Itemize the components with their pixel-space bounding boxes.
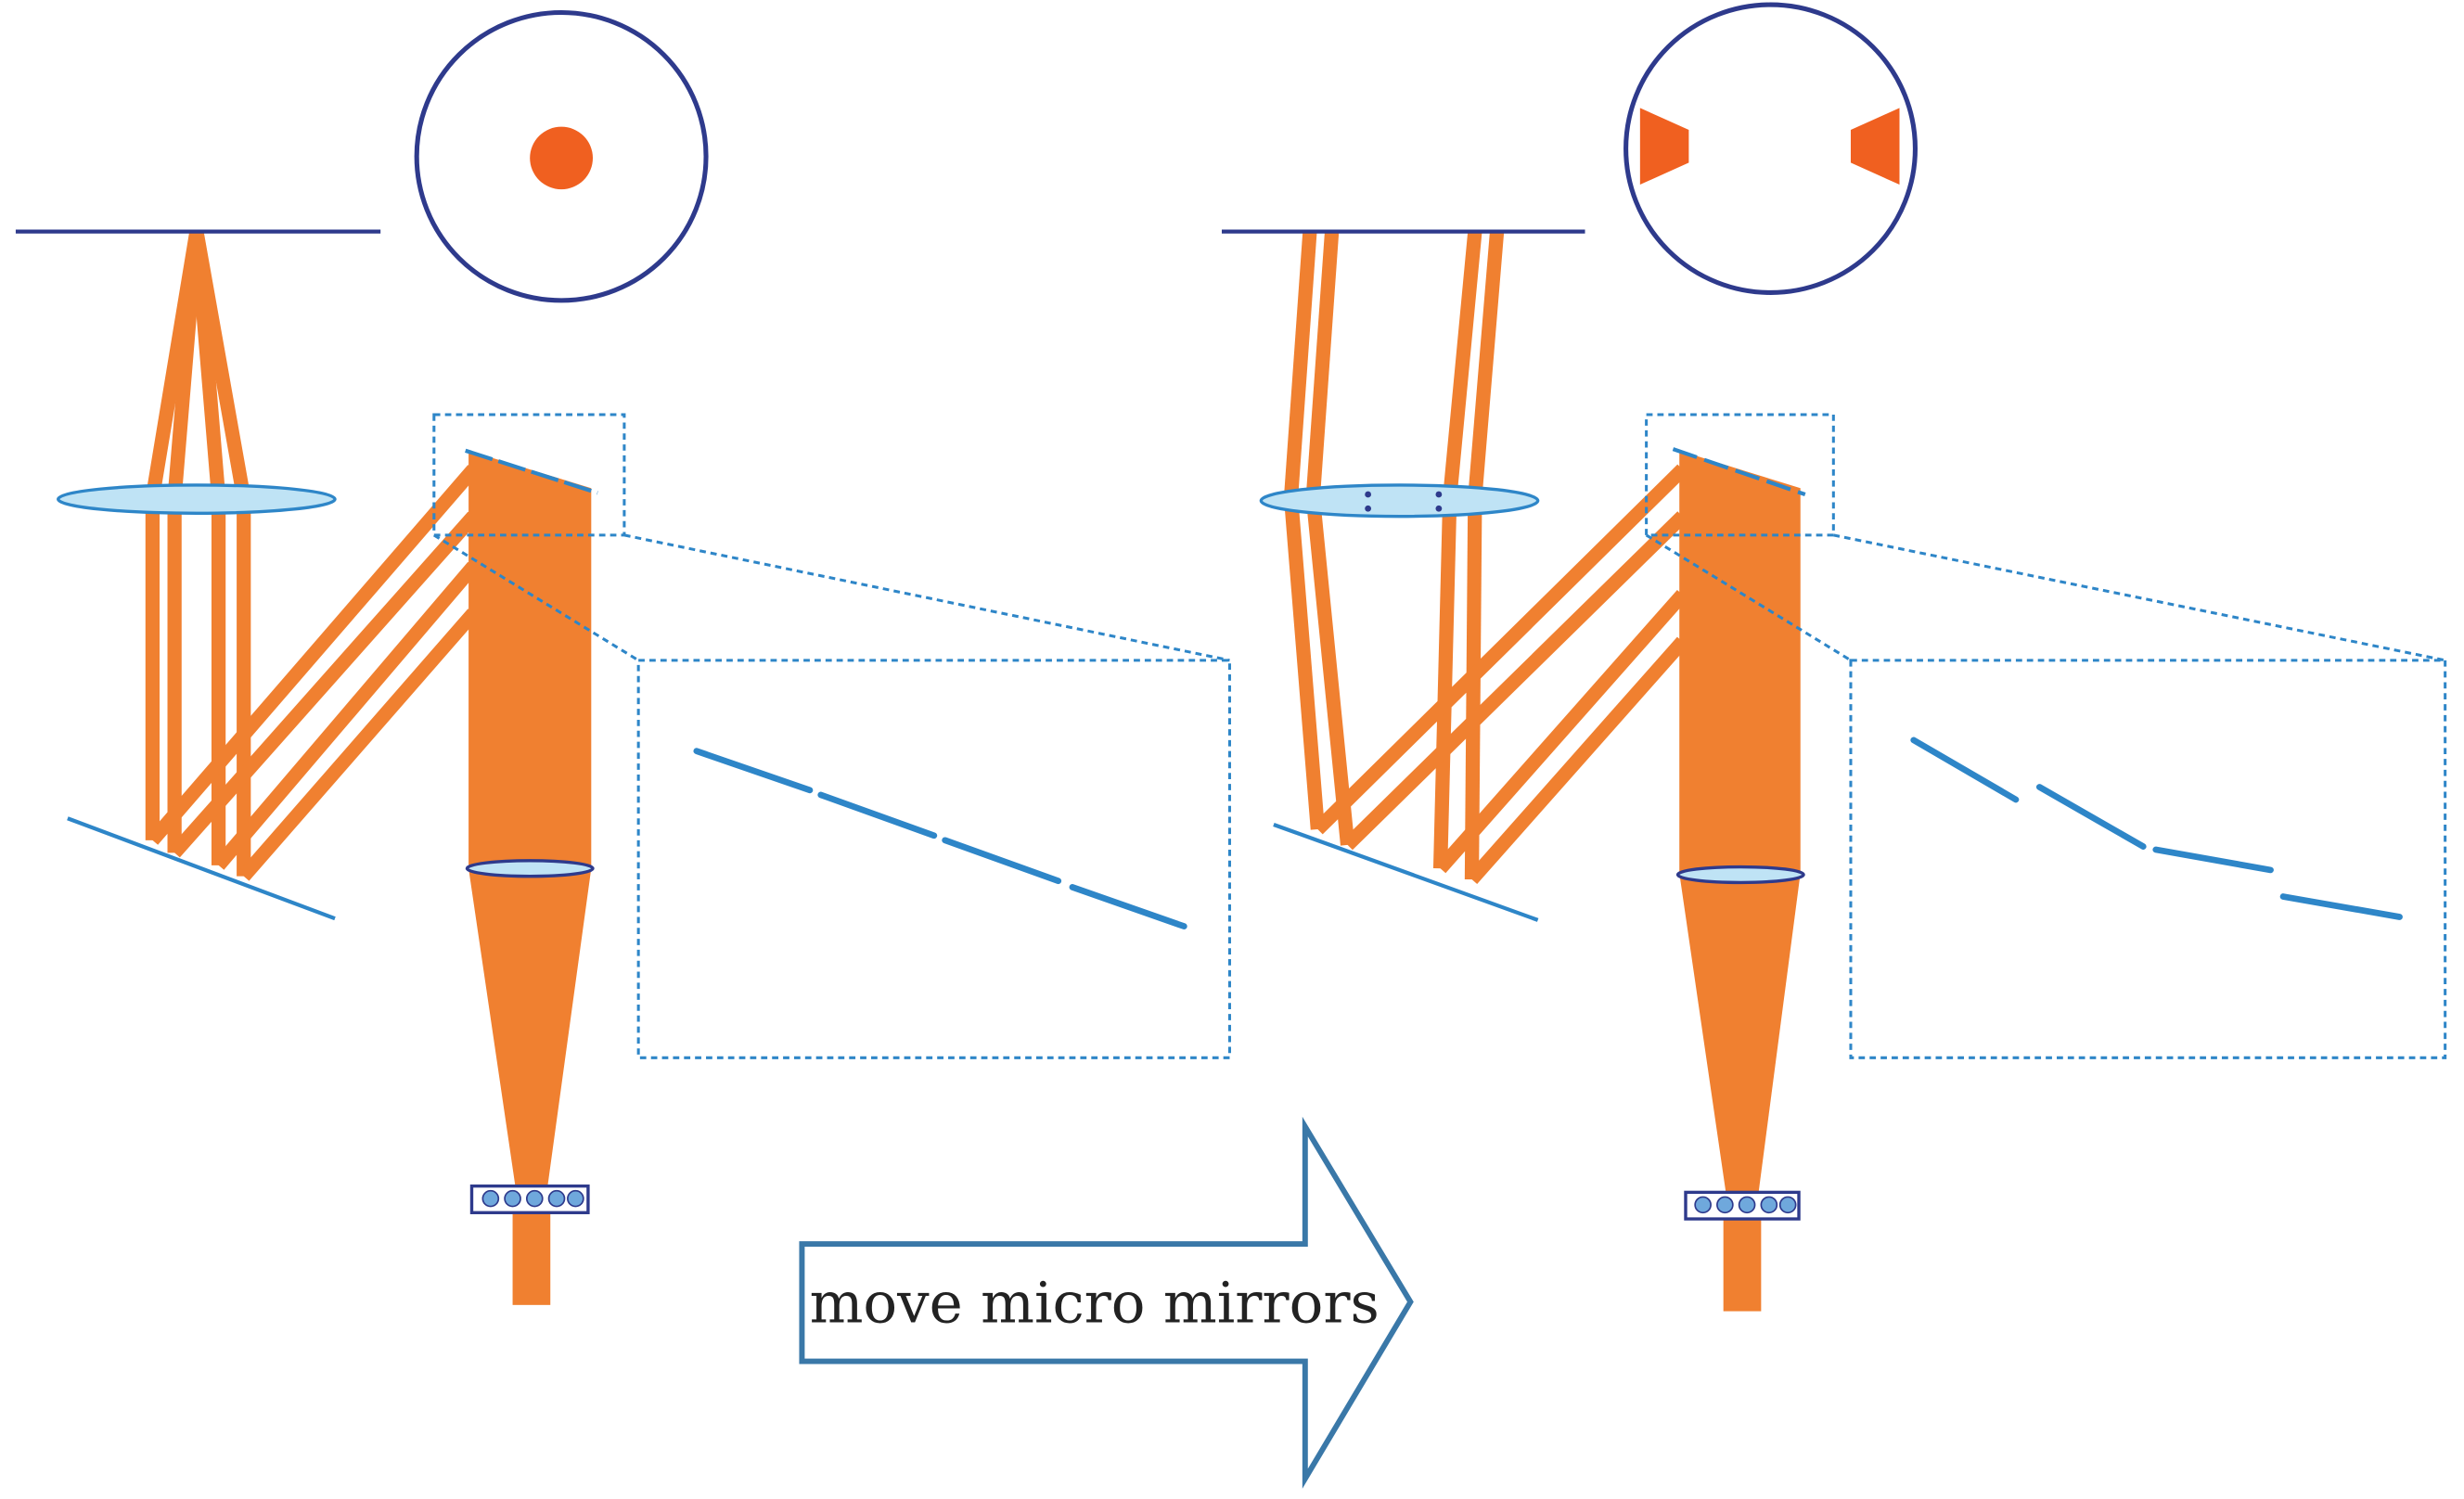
right-panel — [1221, 2, 2447, 1312]
right-zoom-detail-box — [1849, 659, 2447, 1059]
right-lens — [1259, 483, 1540, 519]
right-zoom-connector-bottom — [1645, 533, 1852, 662]
right-zoomed-mirrors — [1910, 737, 2403, 920]
right-lens-dots — [1365, 491, 1443, 512]
left-pupil-spot — [530, 126, 593, 190]
right-condenser-lens — [1675, 865, 1805, 885]
left-zoom-connector-top — [623, 533, 1230, 662]
left-condenser-lens — [465, 859, 595, 878]
left-converging-beam — [468, 868, 592, 1190]
right-output-beam — [1723, 1217, 1762, 1312]
right-diagonal-beams — [1313, 464, 1688, 885]
left-zoom-detail-box — [636, 659, 1231, 1059]
right-pupil-pole-left — [1639, 108, 1689, 186]
right-outer-beams — [1283, 230, 1505, 880]
right-pupil-circle — [1623, 2, 1919, 295]
left-diagonal-beams — [147, 465, 479, 881]
arrow-shape — [799, 1116, 1414, 1489]
left-lens — [57, 483, 337, 515]
left-integrator-element — [469, 1184, 590, 1214]
right-micro-mirror-array — [1672, 447, 1806, 497]
left-zoomed-mirrors — [693, 748, 1187, 929]
right-pupil-pole-right — [1850, 108, 1900, 186]
right-fold-mirror — [1273, 822, 1539, 922]
left-main-beam — [468, 450, 592, 869]
right-converging-beam — [1679, 873, 1801, 1198]
left-fold-mirror — [67, 816, 336, 921]
left-zoom-source-box — [432, 413, 626, 537]
right-zoom-source-box — [1645, 413, 1835, 537]
left-focusing-beams — [145, 230, 251, 499]
right-zoom-connector-top — [1833, 533, 2445, 662]
right-main-beam — [1679, 450, 1801, 874]
left-output-beam — [512, 1208, 551, 1305]
transition-arrow: move micro mirrors — [799, 1116, 1414, 1489]
right-integrator-element — [1684, 1190, 1801, 1221]
left-micro-mirror-array — [465, 448, 598, 495]
arrow-label: move micro mirrors — [810, 1271, 1380, 1337]
left-zoom-connector-bottom — [433, 533, 639, 662]
left-panel — [15, 9, 1231, 1305]
